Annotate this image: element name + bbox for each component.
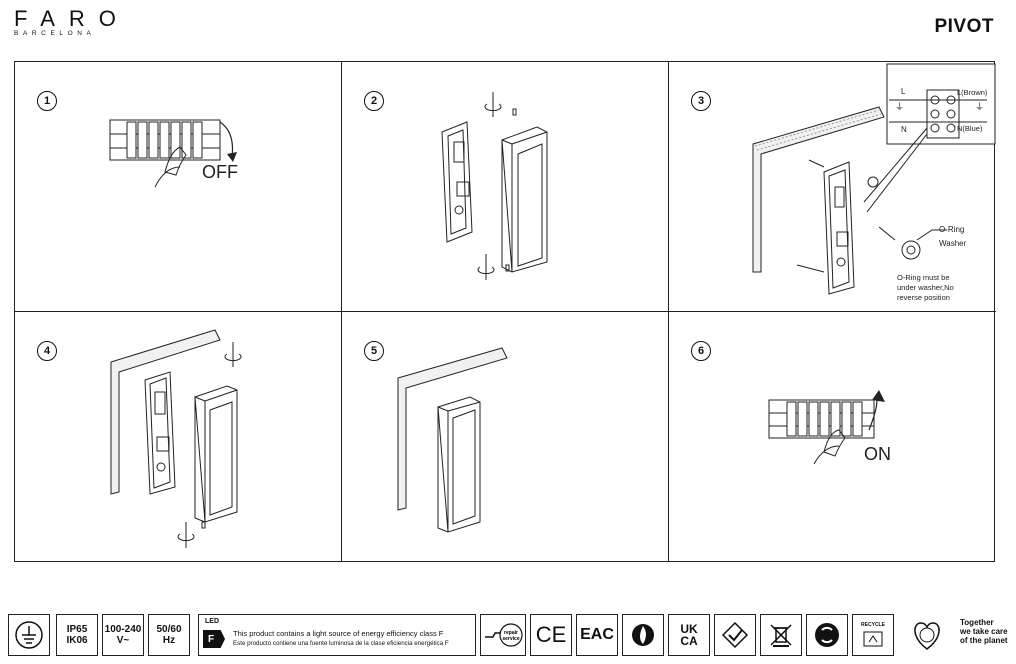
ce-mark-icon: CE <box>530 614 572 656</box>
recycle-text: RECYCLE <box>861 622 885 628</box>
ecolabel-check-icon <box>714 614 756 656</box>
frequency-value: 50/60 <box>156 624 182 635</box>
step-number: 6 <box>691 341 711 361</box>
brand-name: FARO <box>14 6 130 31</box>
step-number: 5 <box>364 341 384 361</box>
on-label: ON <box>864 444 891 464</box>
ce-text: CE <box>535 622 567 647</box>
voltage-unit: V~ <box>116 635 130 646</box>
energy-text-en: This product contains a light source of … <box>233 629 444 638</box>
brand-logo: FARO BARCELONA <box>14 6 130 38</box>
l-brown-label: L(Brown) <box>957 88 988 97</box>
brand-subtitle: BARCELONA <box>14 30 96 37</box>
instruction-grid: 1 OFF 2 <box>14 61 996 562</box>
oring-note-line-2: under washer,No <box>897 283 954 292</box>
frequency-badge: 50/60 Hz <box>148 614 190 656</box>
step-4-panel: 4 <box>15 312 342 562</box>
crossed-bin-icon <box>760 614 802 656</box>
l-terminal: L <box>901 87 906 96</box>
step-3-panel: 3 L <box>669 62 996 312</box>
step-2-panel: 2 <box>342 62 669 312</box>
step-5-panel: 5 <box>342 312 669 562</box>
tagline-line-2: we take care <box>960 627 1008 636</box>
wall-mount-wiring-illustration: L L(Brown) N N(Blue) ⏚ ⏚ O-Ring Washer O… <box>752 63 996 302</box>
eac-text: EAC <box>580 626 614 643</box>
step-number: 1 <box>37 91 57 111</box>
eac-mark-icon: EAC <box>576 614 618 656</box>
repair-text-1: repair <box>504 630 518 636</box>
frequency-unit: Hz <box>162 635 176 646</box>
planet-heart-icon <box>906 614 948 656</box>
ukca-top: UK <box>680 622 698 636</box>
fixture-open-illustration <box>441 92 548 280</box>
led-label: LED <box>205 618 219 625</box>
fixture-assemble-illustration <box>110 329 242 548</box>
step-6-panel: 6 ON <box>669 312 996 562</box>
earth-symbol-right: ⏚ <box>975 102 984 112</box>
step-number: 4 <box>37 341 57 361</box>
tagline-line-1: Together <box>960 618 994 627</box>
ip-ik-badge: IP65 IK06 <box>56 614 98 656</box>
ik-rating: IK06 <box>66 635 88 646</box>
earth-ground-icon <box>8 614 50 656</box>
voltage-badge: 100-240 V~ <box>102 614 144 656</box>
n-terminal: N <box>901 125 907 134</box>
off-label: OFF <box>202 162 238 182</box>
fixture-mounted-illustration <box>397 347 508 533</box>
energy-text-es: Este producto contiene una fuente lumino… <box>233 640 449 647</box>
step-number: 3 <box>691 91 711 111</box>
washer-label: Washer <box>939 239 967 248</box>
product-name: PIVOT <box>934 16 994 37</box>
breaker-on-illustration: ON <box>768 390 891 465</box>
breaker-off-illustration: OFF <box>109 119 238 188</box>
footer-badges: IP65 IK06 100-240 V~ 50/60 Hz LED F This… <box>8 614 1008 658</box>
step-1-panel: 1 OFF <box>15 62 342 312</box>
planet-tagline: Together we take care of the planet <box>960 618 1008 645</box>
step-number: 2 <box>364 91 384 111</box>
recycle-icon: RECYCLE <box>852 614 894 656</box>
earth-symbol-left: ⏚ <box>895 102 904 112</box>
voltage-value: 100-240 <box>104 624 142 635</box>
energy-label-box: LED F This product contains a light sour… <box>198 614 476 656</box>
energy-class-arrow: F <box>203 630 225 648</box>
weee-flame-icon <box>622 614 664 656</box>
green-dot-icon <box>806 614 848 656</box>
ukca-bottom: CA <box>680 634 698 648</box>
ukca-mark-icon: UK CA <box>668 614 710 656</box>
tagline-line-3: of the planet <box>960 636 1008 645</box>
oring-note-line-3: reverse position <box>897 293 950 302</box>
oring-note-line-1: O-Ring must be <box>897 273 950 282</box>
ip-rating: IP65 <box>66 624 88 635</box>
oring-label: O-Ring <box>939 225 964 234</box>
n-blue-label: N(Blue) <box>957 124 983 133</box>
repair-text-2: service <box>502 636 519 642</box>
